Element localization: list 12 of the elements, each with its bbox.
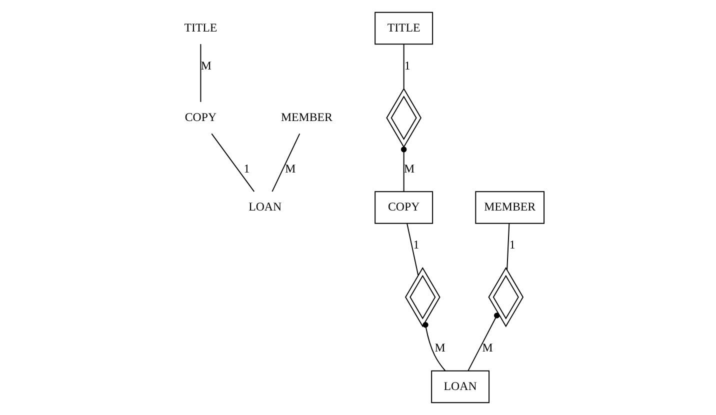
- edge-label: 1: [244, 161, 250, 176]
- node-text: TITLE: [184, 20, 218, 34]
- edge-label: 1: [413, 238, 420, 252]
- edge-label: M: [200, 58, 212, 72]
- edge-label: M: [434, 340, 446, 355]
- node-text: LOAN: [248, 200, 282, 214]
- node-text: MEMBER: [280, 110, 332, 124]
- edge-label: M: [482, 340, 493, 355]
- node-text: COPY: [184, 110, 217, 124]
- edge-label: M: [285, 161, 296, 176]
- edge-label: 1: [404, 58, 410, 72]
- edge-label: 1: [509, 238, 516, 252]
